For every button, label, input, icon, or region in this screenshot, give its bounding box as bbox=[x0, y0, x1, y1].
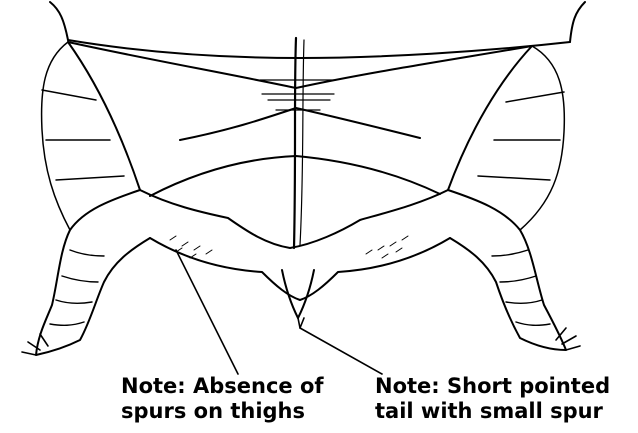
plastron-midline-seam-2 bbox=[300, 40, 304, 245]
left-thigh-texture bbox=[170, 236, 212, 258]
tail-spur bbox=[298, 318, 304, 328]
note-short-pointed-tail: Note: Short pointed tail with small spur bbox=[375, 374, 610, 424]
shell-upper-rim bbox=[68, 40, 570, 58]
note-absence-of-spurs: Note: Absence of spurs on thighs bbox=[121, 374, 324, 424]
plastron-midline-seam bbox=[294, 38, 296, 248]
plastron-center-hatch bbox=[260, 80, 336, 110]
plastron-outline bbox=[68, 42, 532, 248]
plastron-seam-middle bbox=[180, 108, 420, 140]
left-hind-leg bbox=[36, 190, 150, 355]
note-right-line-1: Note: Short pointed bbox=[375, 374, 610, 399]
left-marginal-scutes bbox=[42, 42, 124, 230]
right-thigh-texture bbox=[366, 236, 408, 258]
right-leg-folds bbox=[492, 250, 550, 325]
note-right-line-2: tail with small spur bbox=[375, 399, 610, 424]
right-claws bbox=[556, 328, 580, 350]
left-claws bbox=[22, 334, 48, 355]
carapace-front-edge bbox=[50, 2, 585, 42]
shell-lower-rim bbox=[150, 238, 450, 300]
note-left-line-1: Note: Absence of bbox=[121, 374, 324, 399]
right-leader-line bbox=[300, 328, 382, 374]
right-hind-leg bbox=[448, 190, 566, 350]
left-leg-folds bbox=[50, 250, 104, 325]
note-left-line-2: spurs on thighs bbox=[121, 399, 324, 424]
right-marginal-scutes bbox=[478, 46, 564, 230]
